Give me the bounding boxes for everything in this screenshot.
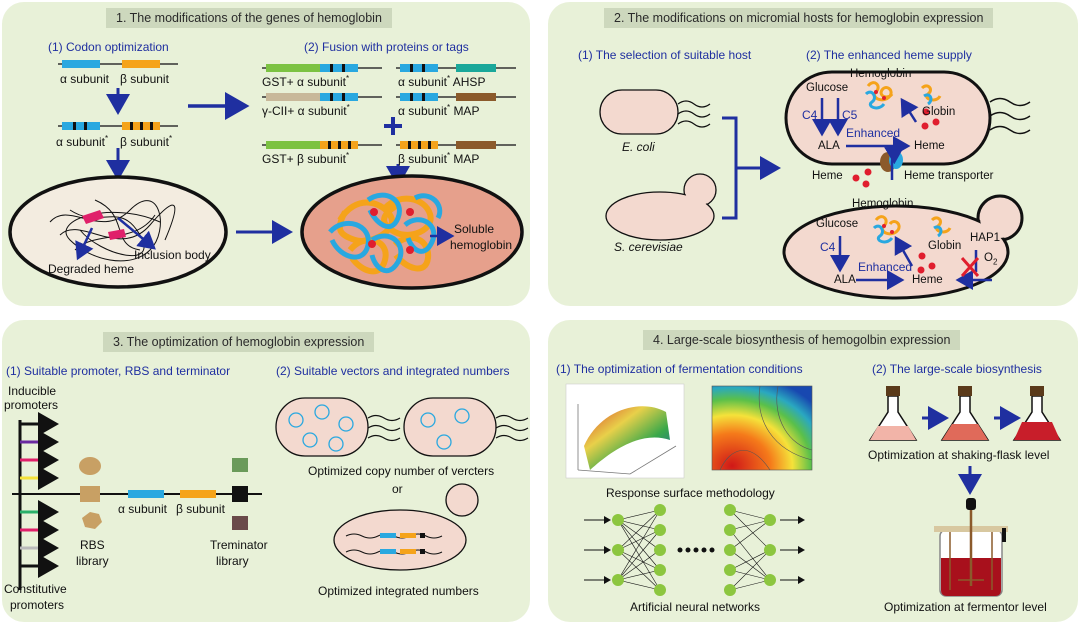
cell-yeast-heme — [782, 194, 1024, 300]
vector-cells — [275, 397, 529, 571]
p3-or: or — [392, 482, 403, 496]
cell-ecoli-heme — [784, 70, 1031, 188]
cell-soluble-hemoglobin — [300, 174, 524, 290]
p1-gcii-alpha-label: γ-CII+ α subunit* — [262, 103, 350, 118]
p2-globin-1: Globin — [922, 106, 956, 118]
p4-fermentor: Optimization at fermentor level — [884, 600, 1047, 614]
p3-constitutive-2: promoters — [10, 598, 65, 612]
p2-heme-supply-label: (2) The enhanced heme supply — [806, 48, 972, 62]
p2-hap1: HAP1 — [970, 232, 1001, 244]
p1-beta-label: β subunit — [120, 72, 169, 86]
panel2-title: 2. The modifications on micromial hosts … — [604, 8, 994, 28]
p3-copy-number: Optimized copy number of vercters — [308, 464, 495, 478]
p1-beta-star-label: β subunit* — [120, 134, 173, 149]
p1-fusion-label: (2) Fusion with proteins or tags — [304, 40, 469, 54]
p1-soluble-label: Soluble — [454, 222, 495, 236]
p1-gst-beta-label: GST+ β subunit* — [262, 151, 350, 166]
p3-inducible-2: promoters — [4, 398, 59, 412]
p2-ala-2: ALA — [834, 274, 856, 286]
p1-hemoglobin-label: hemoglobin — [450, 238, 513, 252]
p3-term-1: Treminator — [210, 538, 268, 552]
gene-alpha-beta — [58, 60, 178, 68]
plus-icon — [384, 117, 402, 135]
p2-glucose-1: Glucose — [806, 82, 849, 94]
p3-rbs-1: RBS — [80, 538, 105, 552]
p4-rsm: Response surface methodology — [606, 486, 775, 500]
p2-host-selection-label: (1) The selection of suitable host — [578, 48, 752, 62]
p2-c5: C5 — [842, 108, 858, 122]
host-yeast — [605, 173, 717, 241]
p4-ann: Artificial neural networks — [630, 600, 761, 614]
panel4-title: 4. Large-scale biosynthesis of hemogolbi… — [643, 330, 961, 350]
p3-inducible-1: Inducible — [8, 384, 57, 398]
p1-alpha-ahsp-label: α subunit* AHSP — [398, 74, 486, 89]
p3-integrated: Optimized integrated numbers — [318, 584, 479, 598]
p1-alpha-map-label: α subunit* MAP — [398, 103, 480, 118]
p2-heme-out: Heme — [812, 170, 843, 182]
host-ecoli — [599, 89, 711, 135]
p1-codon-optimization-label: (1) Codon optimization — [48, 40, 169, 54]
p2-o2: O2 — [984, 252, 998, 267]
p2-scerevisiae-label: S. cerevisiae — [614, 240, 683, 254]
p3-alpha: α subunit — [118, 502, 167, 516]
p2-hemoglobin-2: Hemoglobin — [852, 198, 914, 210]
p2-globin-2: Globin — [928, 240, 962, 252]
p2-hemoglobin-1: Hemoglobin — [850, 68, 912, 80]
p3-term-2: library — [216, 554, 249, 568]
p4-shaking: Optimization at shaking-flask level — [868, 448, 1050, 462]
p3-promoter-label: (1) Suitable promoter, RBS and terminato… — [6, 364, 231, 378]
panel3-title: 3. The optimization of hemoglobin expres… — [103, 332, 375, 352]
response-surface-plot — [565, 383, 685, 479]
gene-optimized — [58, 122, 178, 130]
p2-enhanced-1: Enhanced — [846, 126, 901, 140]
panel1-title: 1. The modifications of the genes of hem… — [106, 8, 392, 28]
p3-constitutive-1: Constitutive — [4, 582, 67, 596]
p4-fermentation-label: (1) The optimization of fermentation con… — [556, 362, 803, 376]
p3-vectors-label: (2) Suitable vectors and integrated numb… — [276, 364, 510, 378]
cell-inclusion-body — [8, 175, 228, 289]
contour-plot — [711, 385, 813, 471]
p2-c4-1: C4 — [802, 108, 818, 122]
p3-beta: β subunit — [176, 502, 225, 516]
promoter-library — [12, 412, 262, 590]
fusion-genes — [262, 64, 516, 149]
p1-alpha-label: α subunit — [60, 72, 109, 86]
fermentor — [934, 498, 1008, 597]
p3-rbs-2: library — [76, 554, 109, 568]
p2-enhanced-2: Enhanced — [858, 260, 913, 274]
p2-glucose-2: Glucose — [816, 218, 859, 230]
p2-c4-2: C4 — [820, 240, 836, 254]
p4-large-scale-label: (2) The large-scale biosynthesis — [872, 362, 1042, 376]
neural-network — [584, 504, 805, 596]
p2-ala-1: ALA — [818, 140, 840, 152]
p1-beta-map-label: β subunit* MAP — [398, 151, 480, 166]
p2-heme-2: Heme — [912, 274, 943, 286]
shake-flasks — [868, 386, 1062, 495]
p1-inclusion-body-label: Inclusion body — [134, 248, 211, 262]
p1-gst-alpha-label: GST+ α subunit* — [262, 74, 350, 89]
p2-heme-1: Heme — [914, 140, 945, 152]
p1-degraded-heme-label: Degraded heme — [48, 262, 135, 276]
p2-heme-transporter: Heme transporter — [904, 170, 994, 182]
p2-ecoli-label: E. coli — [622, 140, 655, 154]
p1-alpha-star-label: α subunit* — [56, 134, 109, 149]
